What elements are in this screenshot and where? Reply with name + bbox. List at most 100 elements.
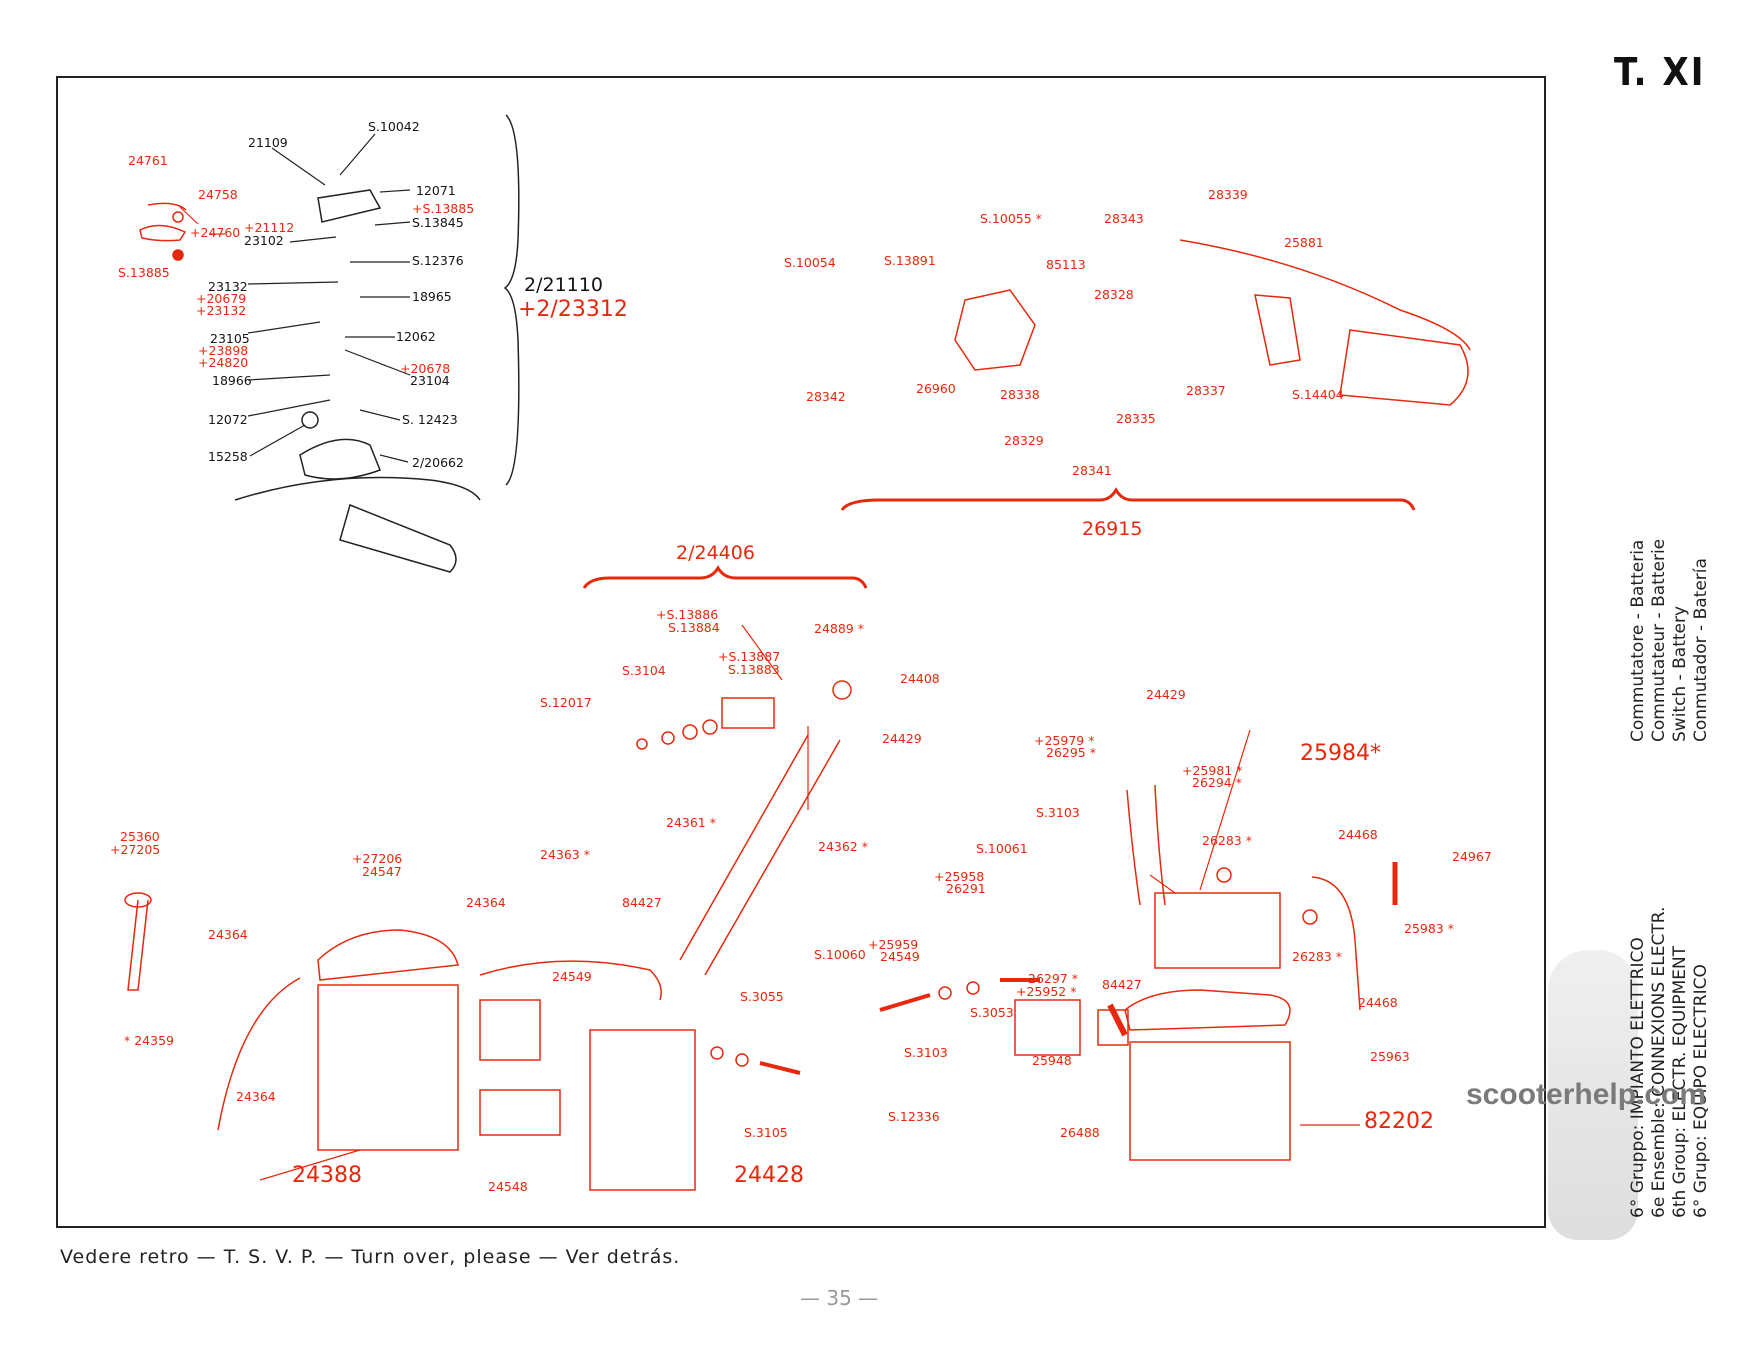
part-label: 12062 <box>396 329 436 344</box>
part-label: 26488 <box>1060 1125 1100 1140</box>
grip-right <box>1339 329 1469 406</box>
part-label: +S.13886 <box>656 607 719 622</box>
part-label: 28339 <box>1208 187 1248 202</box>
grommet-24408 <box>832 680 852 700</box>
handlebar-right <box>1179 239 1471 351</box>
part-label: 24548 <box>488 1179 528 1194</box>
part-label: 24761 <box>128 153 168 168</box>
cable-25983 <box>1311 876 1361 1011</box>
rectifier-24549 <box>479 999 541 1061</box>
part-label: +23898 <box>198 343 249 358</box>
main-unit-label: 82202 <box>1364 1109 1434 1134</box>
transformer-24548 <box>479 1089 561 1136</box>
cable-24359 <box>217 977 301 1131</box>
part-label: S.12336 <box>888 1109 940 1124</box>
part-label: S.10060 <box>814 947 866 962</box>
part-label: 28343 <box>1104 211 1144 226</box>
part-label: 26283 * <box>1202 833 1252 848</box>
main-unit-label: 24388 <box>292 1163 362 1188</box>
part-label: 18965 <box>412 289 452 304</box>
part-label: 23102 <box>244 233 284 248</box>
part-label: S.3104 <box>622 663 666 678</box>
battery-cap-24547 <box>317 929 459 981</box>
part-label: 28341 <box>1072 463 1112 478</box>
assembly-label: 26915 <box>1082 518 1143 540</box>
part-label: 24364 <box>208 927 248 942</box>
part-label: 24758 <box>198 187 238 202</box>
part-label: +S.13885 <box>412 201 475 216</box>
part-label: 24363 * <box>540 847 590 862</box>
part-label: +24820 <box>198 355 249 370</box>
part-label: S.10055 * <box>980 211 1042 226</box>
main-unit-label: 24428 <box>734 1163 804 1188</box>
terminal-block-24889 <box>721 697 775 729</box>
page-number: — 35 — <box>800 1286 879 1310</box>
part-label: S.12376 <box>412 253 464 268</box>
group-title-fr: 6e Ensemble: CONNEXIONS ELECTR. <box>1649 906 1669 1218</box>
part-label: 85113 <box>1046 257 1086 272</box>
part-label: 24468 <box>1338 827 1378 842</box>
page-code: T. XI <box>1614 50 1706 94</box>
part-label: +20679 <box>196 291 247 306</box>
part-label: 25963 <box>1370 1049 1410 1064</box>
part-label: 23104 <box>410 373 450 388</box>
part-label: S.14404 <box>1292 387 1344 402</box>
filler-plug-25360 <box>127 899 149 991</box>
part-label: 24549 <box>880 949 920 964</box>
lever-24761 <box>147 202 187 211</box>
part-label: S.12017 <box>540 695 592 710</box>
part-label: 84427 <box>1102 977 1142 992</box>
part-label: 24429 <box>882 731 922 746</box>
part-label: 24889 * <box>814 621 864 636</box>
brace-26915 <box>840 487 1416 511</box>
part-label: +S.13887 <box>718 649 781 664</box>
part-label: 24547 <box>362 864 402 879</box>
cable-24363 <box>479 960 662 1001</box>
sub-title-es: Conmutador - Batería <box>1691 558 1711 742</box>
part-label: S.10042 <box>368 119 420 134</box>
part-label: S. 12423 <box>402 412 458 427</box>
footer-note: Vedere retro — T. S. V. P. — Turn over, … <box>60 1246 681 1268</box>
battery-24428 <box>589 1029 696 1191</box>
part-label: S.3053 <box>970 1005 1014 1020</box>
part-label: S.10061 <box>976 841 1028 856</box>
part-label: S.13885 <box>118 265 170 280</box>
cable-24361 <box>679 734 809 961</box>
part-label: +23132 <box>196 303 247 318</box>
switch-cover <box>317 189 382 223</box>
washer <box>172 249 184 261</box>
part-label: 23105 <box>210 331 250 346</box>
switch-unit-24549 <box>1014 999 1081 1056</box>
brace-24406 <box>582 565 868 589</box>
part-label: 25948 <box>1032 1053 1072 1068</box>
part-label: 26960 <box>916 381 956 396</box>
part-label: +25981 * <box>1182 763 1243 778</box>
part-label: * 24359 <box>124 1033 174 1048</box>
part-label: S.13884 <box>668 620 720 635</box>
handlebar-outline <box>234 476 481 501</box>
part-label: 24429 <box>1146 687 1186 702</box>
part-label: +25952 * <box>1016 984 1077 999</box>
part-label: S.13891 <box>884 253 936 268</box>
part-label: 24361 * <box>666 815 716 830</box>
part-label: 28335 <box>1116 411 1156 426</box>
part-label: 12072 <box>208 412 248 427</box>
sub-titles: Commutatore - Batteria Commutateur - Bat… <box>1628 539 1712 742</box>
battery-cover-25963 <box>1124 989 1291 1031</box>
part-label: 84427 <box>622 895 662 910</box>
handlebar-grip <box>339 503 457 573</box>
part-label: +25959 <box>868 937 919 952</box>
sub-title-en: Switch - Battery <box>1670 605 1690 742</box>
part-label: 26291 <box>946 881 986 896</box>
watermark: scooterhelp.com <box>1466 1078 1707 1111</box>
part-label: 24364 <box>236 1089 276 1104</box>
part-label: S.13845 <box>412 215 464 230</box>
plate-24760 <box>139 224 187 242</box>
main-unit-label: 25984* <box>1300 741 1381 766</box>
part-label: 28328 <box>1094 287 1134 302</box>
part-label: 26295 * <box>1046 745 1096 760</box>
assembly-label: +2/23312 <box>518 297 628 322</box>
brace-left <box>503 114 520 486</box>
part-label: 24967 <box>1452 849 1492 864</box>
